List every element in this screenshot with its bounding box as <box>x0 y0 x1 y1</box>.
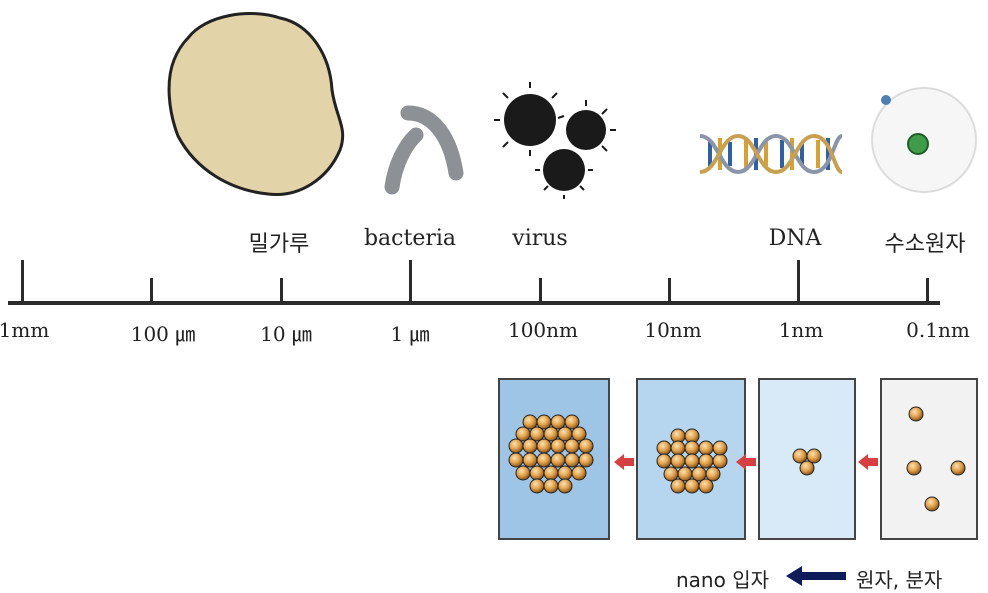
scale-tick-10um <box>280 278 283 304</box>
scale-label: 1nm <box>778 318 824 342</box>
scale-tick-1nm <box>797 260 800 304</box>
scale-tick-100nm <box>539 278 542 304</box>
bacteria-label: bacteria <box>363 226 457 251</box>
atom-cluster-medium <box>656 428 728 494</box>
scale-axis <box>8 301 940 305</box>
hydrogen-atom-label: 수소원자 <box>884 232 966 257</box>
hydrogen-atom-illustration <box>871 87 977 193</box>
nano-particle-label: nano 입자 <box>676 568 770 592</box>
atom-cluster-small <box>792 448 822 476</box>
virus-illustration <box>494 82 616 199</box>
bacteria-illustration <box>384 105 464 195</box>
scale-label: 100nm <box>507 318 579 342</box>
navy-arrow-icon <box>786 566 846 586</box>
scale-label: 1 ㎛ <box>390 322 430 346</box>
scale-tick-1mm <box>21 260 24 304</box>
scale-tick-0-1nm <box>926 278 929 304</box>
scale-label: 1mm <box>0 318 50 342</box>
scale-label: 0.1nm <box>906 318 970 342</box>
scale-tick-100um <box>150 278 153 304</box>
panel-small-cluster <box>758 378 856 540</box>
scale-tick-1um <box>409 260 412 304</box>
atoms-separate <box>906 406 966 512</box>
scale-label: 100 ㎛ <box>130 322 196 346</box>
dna-illustration <box>699 133 843 175</box>
virus-label: virus <box>512 226 568 251</box>
flour-illustration <box>167 12 345 196</box>
red-arrow-icon <box>614 454 634 470</box>
panel-large-cluster <box>498 378 610 540</box>
atom-cluster-large <box>508 414 594 494</box>
scale-label: 10 ㎛ <box>260 322 312 346</box>
atom-molecule-label: 원자, 분자 <box>856 568 943 592</box>
scale-tick-10nm <box>668 278 671 304</box>
red-arrow-icon <box>736 454 756 470</box>
scale-label: 10nm <box>644 318 702 342</box>
panel-medium-cluster <box>636 378 746 540</box>
dna-label: DNA <box>768 226 822 251</box>
panel-single-atoms <box>880 378 978 540</box>
flour-label: 밀가루 <box>248 232 310 257</box>
red-arrow-icon <box>858 454 878 470</box>
